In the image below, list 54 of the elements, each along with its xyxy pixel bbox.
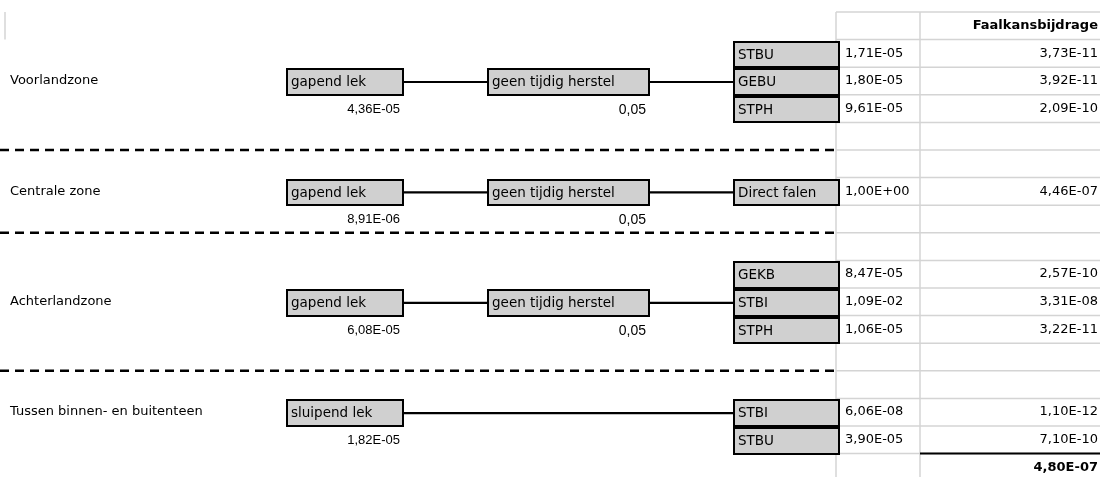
process-box: STBI [733,399,840,427]
process-box: sluipend lek [286,399,404,427]
probability-value: 0,05 [618,321,646,338]
connector-line [404,80,487,84]
column-header: Faalkansbijdrage [972,17,1098,32]
contribution-cell: 3,73E-11 [1039,44,1098,60]
zone-label: Voorlandzone [10,72,99,88]
probability-value: 6,08E-05 [347,321,400,337]
total-value: 4,80E-07 [1033,458,1098,474]
contribution-cell: 3,31E-08 [1039,293,1098,308]
probability-cell: 1,71E-05 [845,44,904,60]
connector-line [404,412,733,415]
process-box: Direct falen [733,178,840,207]
connector-line [650,301,733,304]
process-box: STBU [733,427,840,455]
probability-cell: 1,80E-05 [845,72,904,88]
connector-line [650,80,733,84]
contribution-cell: 7,10E-10 [1039,431,1098,446]
zone-label: Achterlandzone [10,293,112,308]
connector-line [404,301,487,304]
process-box: STPH [733,316,840,345]
process-box: gapend lek [286,178,404,207]
process-box: geen tijdig herstel [487,178,650,207]
connector-line [404,191,487,194]
probability-value: 4,36E-05 [347,100,400,116]
contribution-cell: 4,46E-07 [1039,182,1098,198]
process-box: gapend lek [286,289,404,317]
process-box: geen tijdig herstel [487,289,650,317]
contribution-cell: 2,57E-10 [1039,265,1098,281]
probability-cell: 3,90E-05 [845,431,904,446]
process-box: gapend lek [286,68,404,96]
probability-cell: 1,00E+00 [845,182,910,198]
process-box: geen tijdig herstel [487,68,650,96]
probability-value: 0,05 [618,100,646,117]
process-box: GEBU [733,68,840,96]
probability-value: 0,05 [618,211,646,228]
probability-cell: 6,06E-08 [845,403,904,419]
contribution-cell: 2,09E-10 [1039,99,1098,115]
connector-line [650,191,733,194]
contribution-cell: 1,10E-12 [1039,403,1098,419]
process-box: STPH [733,95,840,124]
process-box: STBI [733,289,840,317]
probability-value: 8,91E-06 [347,211,400,227]
probability-value: 1,82E-05 [347,432,400,447]
zone-label: Centrale zone [10,182,101,198]
zone-label: Tussen binnen- en buitenteen [10,403,203,419]
probability-cell: 1,06E-05 [845,320,904,336]
process-box: GEKB [733,261,840,289]
probability-cell: 1,09E-02 [845,293,904,308]
contribution-cell: 3,22E-11 [1039,320,1098,336]
probability-cell: 8,47E-05 [845,265,904,281]
probability-cell: 9,61E-05 [845,99,904,115]
process-box: STBU [733,40,840,69]
contribution-cell: 3,92E-11 [1039,72,1098,88]
